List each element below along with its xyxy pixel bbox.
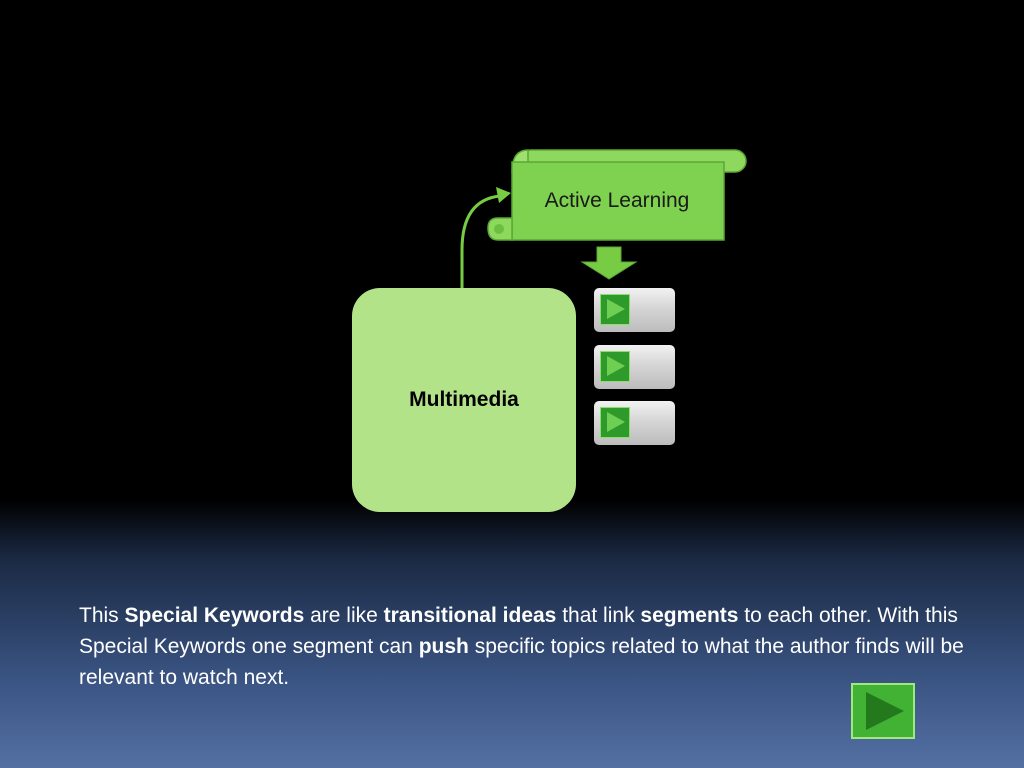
multimedia-label: Multimedia bbox=[409, 388, 519, 411]
multimedia-box[interactable]: Multimedia bbox=[352, 288, 576, 512]
keyword-segments: segments bbox=[640, 604, 739, 627]
description-text: This Special Keywords are like transitio… bbox=[79, 600, 979, 693]
text-part: specific topics related to what the auth… bbox=[79, 635, 964, 689]
text-part: are like bbox=[304, 604, 384, 627]
scroll-shape bbox=[487, 149, 747, 241]
keyword-special-keywords: Special Keywords bbox=[124, 604, 305, 627]
segment-item[interactable] bbox=[594, 401, 675, 445]
keyword-transitional-ideas: transitional ideas bbox=[383, 604, 557, 627]
keyword-push: push bbox=[418, 635, 469, 658]
play-icon bbox=[600, 351, 630, 382]
diagram bbox=[460, 149, 747, 288]
play-icon bbox=[600, 294, 630, 325]
segment-item[interactable] bbox=[594, 288, 675, 332]
next-play-button[interactable] bbox=[851, 683, 915, 739]
text-part: This bbox=[79, 604, 125, 627]
text-part: that link bbox=[556, 604, 641, 627]
active-learning-label: Active Learning bbox=[544, 189, 690, 212]
play-icon bbox=[600, 407, 630, 438]
segment-item[interactable] bbox=[594, 345, 675, 389]
text-part: to each other. With this Special Keyword… bbox=[79, 604, 958, 658]
connector-arrow bbox=[460, 194, 501, 288]
connector-arrowhead bbox=[496, 187, 511, 203]
down-arrow bbox=[580, 246, 638, 280]
